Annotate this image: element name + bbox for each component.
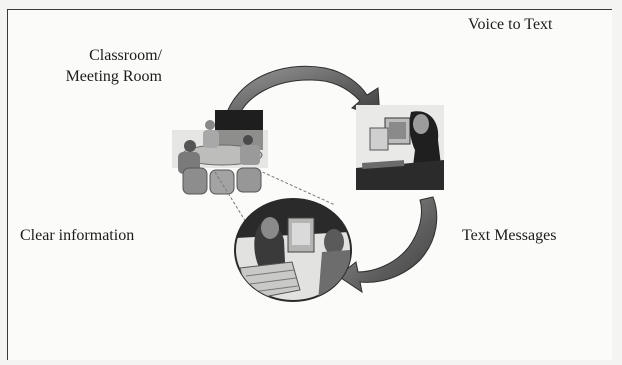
curved-arrow-bottom xyxy=(337,196,438,294)
label-text-messages: Text Messages xyxy=(462,227,557,244)
closeup-photo-circle xyxy=(234,198,352,302)
label-voice-to-text: Voice to Text xyxy=(468,16,553,33)
computer-user-photo xyxy=(356,105,444,190)
curved-arrow-top xyxy=(224,65,381,119)
connector-line-right xyxy=(257,169,336,206)
label-classroom-meeting-room: Classroom/ Meeting Room xyxy=(66,45,162,87)
label-clear-information: Clear information xyxy=(20,227,135,244)
label-classroom-line1: Classroom/ xyxy=(89,47,162,64)
meeting-room-photo xyxy=(172,110,268,195)
label-classroom-line2: Meeting Room xyxy=(65,68,162,85)
